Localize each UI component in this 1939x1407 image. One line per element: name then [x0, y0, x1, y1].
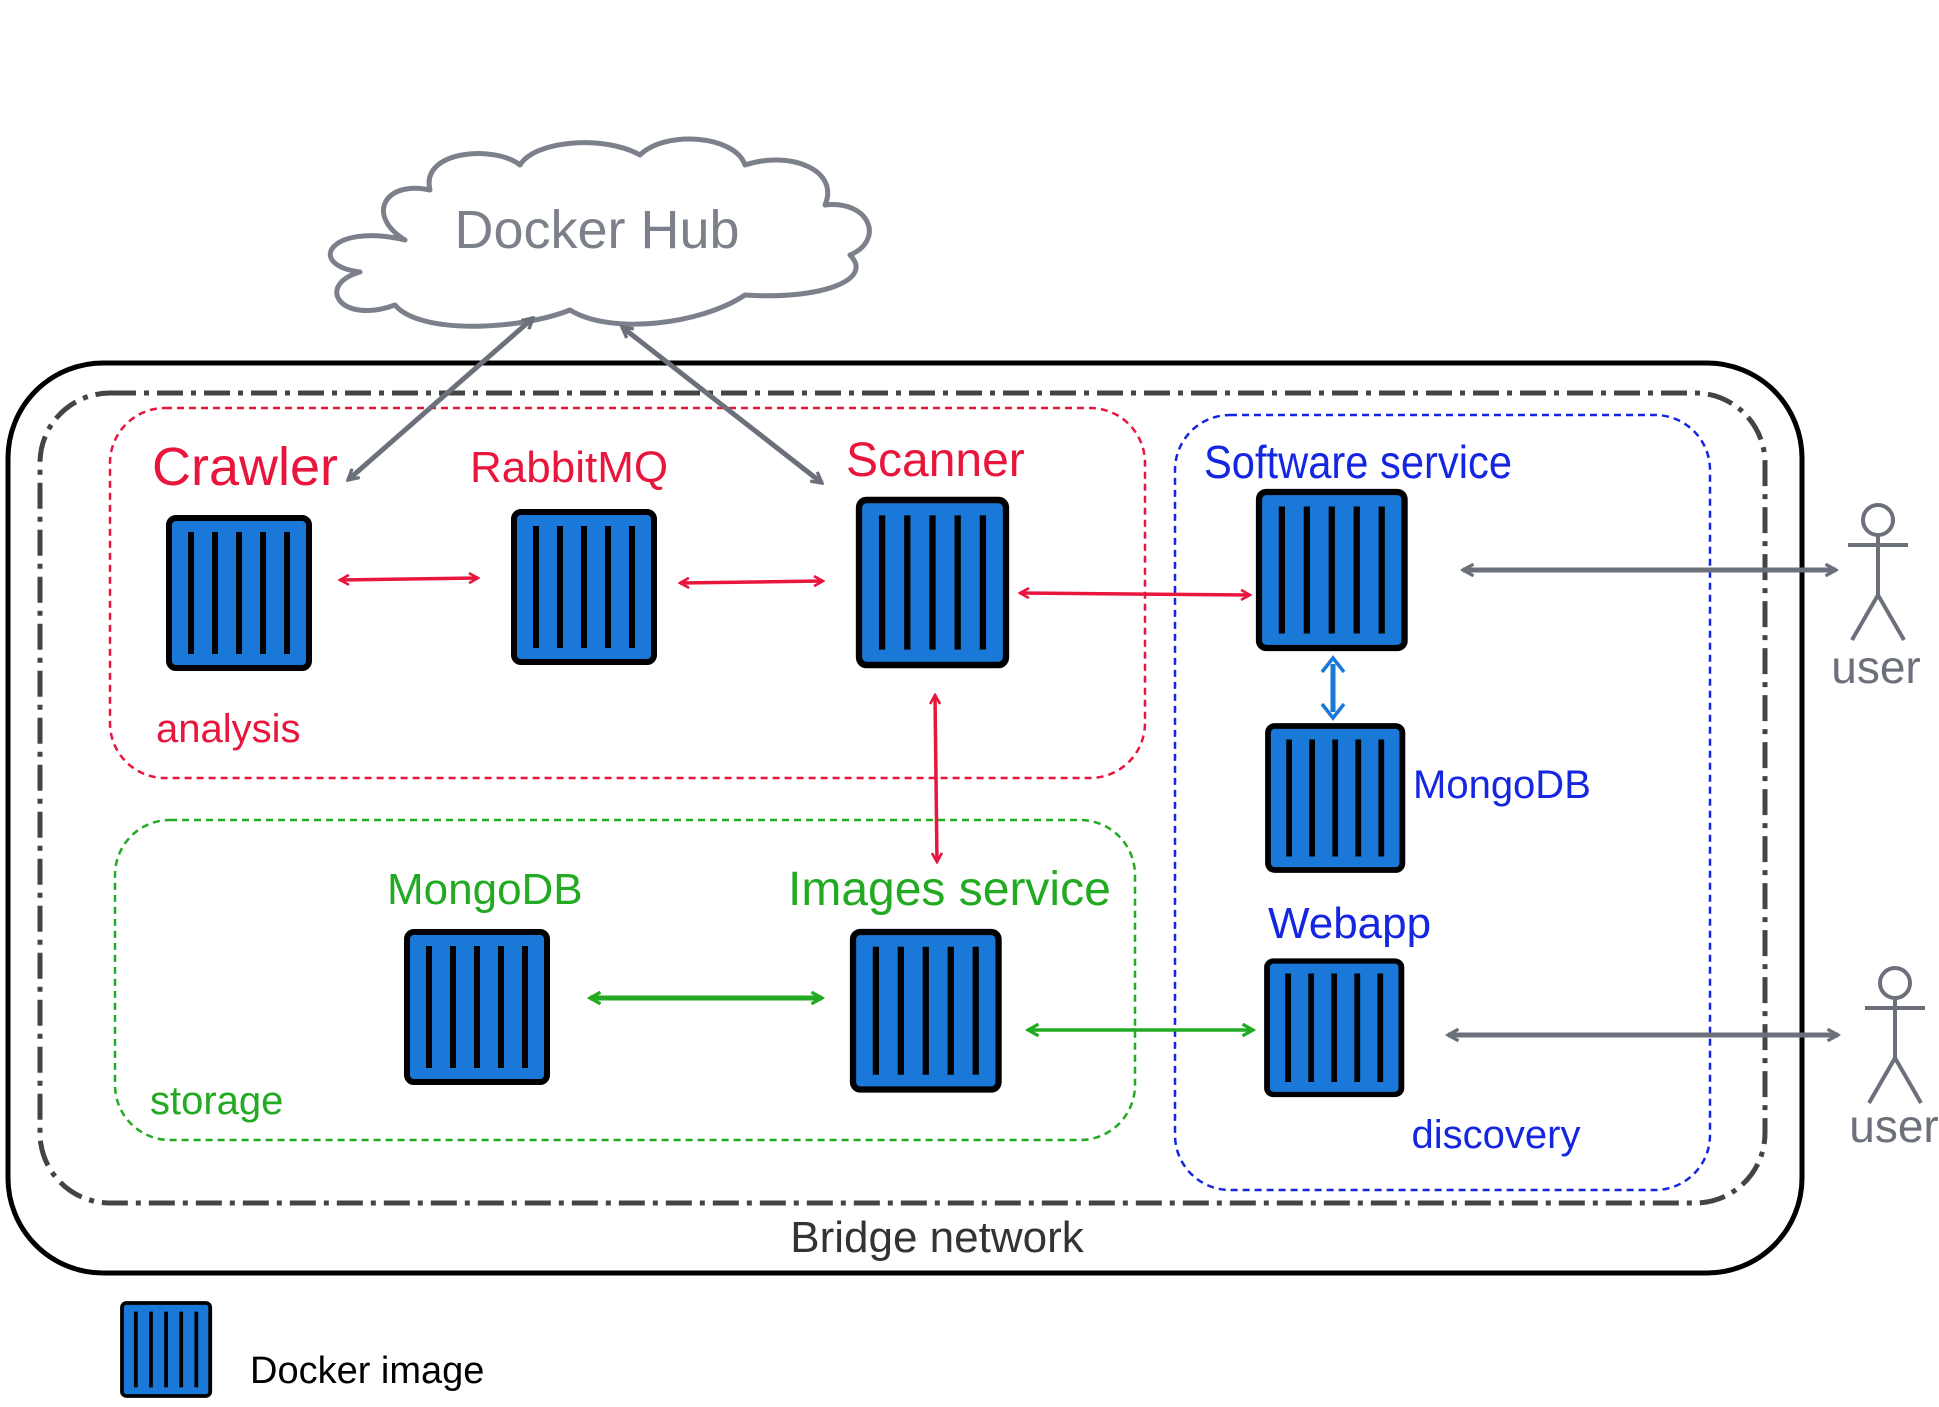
legend-label: Docker image	[250, 1350, 484, 1392]
scanner-dockerhub-arrow	[622, 327, 822, 483]
rabbitmq-container[interactable]	[514, 512, 654, 662]
storage-group-box	[113, 818, 1137, 1142]
crawler-rabbitmq-arrow	[340, 578, 478, 580]
analysis-group-label: analysis	[156, 707, 301, 751]
scanner-label: Scanner	[846, 434, 1025, 487]
bridge-network-label: Bridge network	[790, 1213, 1084, 1262]
discovery-group-label: discovery	[1412, 1113, 1581, 1157]
user-actor-top	[1848, 503, 1908, 642]
software-service-mongodb-arrowhead-top	[1320, 655, 1346, 674]
bridge-network-inner-border	[37, 390, 1768, 1206]
discovery-mongodb-container[interactable]	[1268, 726, 1402, 870]
scanner-container[interactable]	[859, 500, 1006, 665]
rabbitmq-scanner-arrow	[680, 581, 823, 583]
docker-hub-label: Docker Hub	[455, 200, 740, 260]
storage-group-label: storage	[150, 1079, 283, 1123]
crawler-dockerhub-arrow	[348, 318, 533, 480]
bridge-network-outer-border	[5, 360, 1805, 1276]
discovery-group-box	[1173, 413, 1712, 1192]
docker-hub-cloud: Docker Hub	[327, 136, 872, 329]
crawler-label: Crawler	[152, 437, 338, 497]
user-actor-bottom	[1865, 966, 1925, 1105]
webapp-label: Webapp	[1268, 899, 1431, 948]
user-label-bottom: user	[1849, 1100, 1938, 1152]
software-service-container[interactable]	[1259, 492, 1405, 648]
user-head-icon	[1878, 966, 1912, 1000]
crawler-container[interactable]	[169, 518, 309, 668]
software-service-label: Software service	[1204, 436, 1512, 488]
legend-docker-image-icon	[120, 1301, 213, 1398]
scanner-software-service-arrow	[1020, 593, 1250, 595]
user-head-icon	[1861, 503, 1895, 537]
user-label-top: user	[1831, 641, 1920, 693]
rabbitmq-label: RabbitMQ	[470, 443, 668, 492]
scanner-images-service-arrow	[935, 695, 937, 862]
images-service-label: Images service	[788, 863, 1111, 916]
images-service-container[interactable]	[853, 932, 999, 1090]
software-service-mongodb-arrowhead-bottom	[1320, 702, 1346, 721]
storage-mongodb-label: MongoDB	[387, 865, 583, 914]
webapp-container[interactable]	[1267, 961, 1401, 1095]
storage-mongodb-container[interactable]	[407, 932, 547, 1082]
discovery-mongodb-label: MongoDB	[1413, 763, 1591, 807]
